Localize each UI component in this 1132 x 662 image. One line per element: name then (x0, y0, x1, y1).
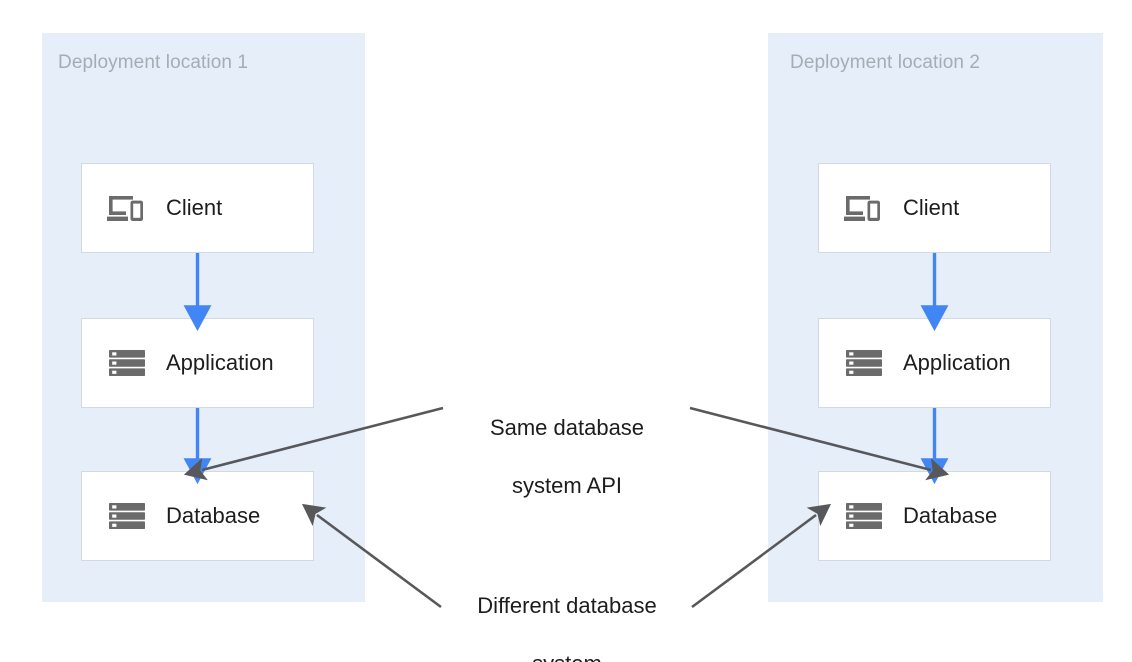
node-application-2-label: Application (903, 350, 1011, 375)
server-stack-icon (106, 342, 148, 384)
annotation-same-api: Same database system API (442, 384, 692, 529)
annotation-same-api-line-2: system API (511, 473, 623, 499)
server-stack-icon (843, 495, 885, 537)
node-application-2[interactable]: Application (818, 318, 1051, 408)
deployment-zone-1-label: Deployment location 1 (58, 52, 249, 73)
node-database-1[interactable]: Database (81, 471, 314, 561)
node-client-2-label: Client (903, 195, 960, 220)
node-database-2[interactable]: Database (818, 471, 1051, 561)
annotation-different-system-line-1: Different database (477, 593, 657, 619)
server-stack-icon (106, 495, 148, 537)
annotation-different-system: Different database system (442, 562, 692, 662)
devices-icon (843, 187, 885, 229)
node-database-2-label: Database (903, 503, 998, 528)
annotation-different-system-line-2: system (442, 649, 692, 662)
node-client-1[interactable]: Client (81, 163, 314, 253)
annotation-same-api-line-1: Same database (489, 415, 645, 441)
node-database-1-label: Database (166, 503, 261, 528)
node-client-1-label: Client (166, 195, 223, 220)
devices-icon (106, 187, 148, 229)
node-client-2[interactable]: Client (818, 163, 1051, 253)
node-application-1[interactable]: Application (81, 318, 314, 408)
deployment-zone-2-label: Deployment location 2 (790, 52, 981, 73)
server-stack-icon (843, 342, 885, 384)
node-application-1-label: Application (166, 350, 274, 375)
